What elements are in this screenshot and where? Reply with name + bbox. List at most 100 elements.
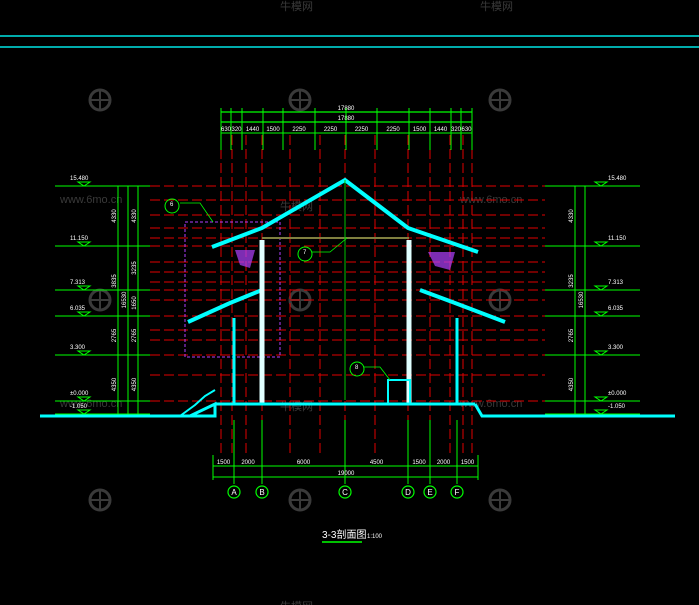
- drawing-title: 3-3剖面图: [322, 528, 366, 541]
- axis-bubble-D: [401, 485, 415, 499]
- dimension-text: 1500: [217, 460, 231, 466]
- ground-line: [40, 401, 217, 418]
- dimension-text: 2250: [355, 127, 369, 133]
- axis-bubble-A: [227, 485, 241, 499]
- elevation-label: 6.035: [70, 306, 86, 312]
- altar: [387, 379, 411, 405]
- axis-bubble-C: [338, 485, 352, 499]
- elevation-triangle-icon: [76, 409, 92, 415]
- left-dimension-text: 4330: [112, 209, 118, 223]
- elevation-triangle-icon: [593, 409, 609, 415]
- svg-text:7: 7: [303, 250, 307, 256]
- elevation-triangle-icon: [593, 311, 609, 317]
- watermark-text: 牛模网: [280, 599, 313, 605]
- right-total-dimension: 16530: [579, 291, 585, 308]
- dimension-text: 2000: [241, 460, 255, 466]
- elevation-triangle-icon: [76, 350, 92, 356]
- dimension-text: 1500: [461, 460, 475, 466]
- watermark-text: www.6mo.cn: [59, 194, 122, 206]
- right-dimension-text: 2765: [569, 328, 575, 342]
- lower-roof-right: [419, 288, 506, 324]
- dimension-text: 19000: [338, 471, 355, 477]
- steps: [179, 389, 216, 417]
- elevation-label: ±0.000: [608, 391, 627, 397]
- axis-label: F: [455, 488, 460, 497]
- elevation-triangle-icon: [76, 396, 92, 402]
- axis-label: D: [405, 488, 411, 497]
- dimension-text: 1500: [413, 127, 427, 133]
- elevation-label: 11.150: [608, 236, 627, 242]
- dimension-text: 6000: [297, 460, 311, 466]
- elevation-triangle-icon: [76, 311, 92, 317]
- elevation-triangle-icon: [76, 241, 92, 247]
- dimension-text: 320: [451, 127, 462, 133]
- watermark-text: 牛模网: [480, 0, 513, 13]
- dimension-text: 2250: [292, 127, 306, 133]
- elevation-label: ±0.000: [70, 391, 89, 397]
- axis-label: A: [231, 488, 237, 497]
- right-dimension-text: 4350: [569, 377, 575, 391]
- left-inner-dimension-text: 4330: [132, 209, 138, 223]
- axis-label: E: [427, 488, 432, 497]
- left-inner-dimension-text: 2765: [132, 328, 138, 342]
- left-inner-dimension-text: 3235: [132, 261, 138, 275]
- elevation-label: 15.480: [70, 176, 89, 182]
- elevation-triangle-icon: [593, 241, 609, 247]
- elevation-triangle-icon: [593, 285, 609, 291]
- elevation-triangle-icon: [593, 350, 609, 356]
- left-total-dimension: 16530: [122, 291, 128, 308]
- dimension-text: 4500: [370, 460, 384, 466]
- ground-line-right: [473, 403, 675, 418]
- right-dimension-text: 3235: [569, 274, 575, 288]
- dimension-text: 2250: [386, 127, 400, 133]
- left-dimension-text: 4350: [112, 377, 118, 391]
- building-section: [40, 177, 675, 418]
- axis-bubble-E: [423, 485, 437, 499]
- detail-marker-7: 7: [297, 237, 348, 262]
- lower-roof-left: [187, 288, 263, 324]
- left-dimension-text: 3835: [112, 274, 118, 288]
- elevation-label: 7.313: [70, 280, 86, 286]
- axis-bubble-F: [450, 485, 464, 499]
- bracket-right: [428, 252, 455, 270]
- svg-text:6: 6: [170, 202, 174, 208]
- vertical-dimensions: 4330 3835 2765 4350 16530 4330 3235 1650 2765 435…: [112, 186, 586, 414]
- elevation-triangle-icon: [76, 181, 92, 187]
- axis-label: B: [259, 488, 264, 497]
- dimension-text: 630: [461, 127, 472, 133]
- left-inner-dimension-text: 4350: [132, 377, 138, 391]
- right-dimension-text: 4330: [569, 209, 575, 223]
- bracket-left: [235, 250, 255, 268]
- elevation-label: 15.480: [608, 176, 627, 182]
- top-dimensions: 1788017880630320144015002250225022502250…: [220, 106, 473, 150]
- axis-bubble-B: [255, 485, 269, 499]
- left-inner-dimension-text: 1650: [132, 296, 138, 310]
- bottom-dimensions: 1500 2000 6000 4500 1500 2000 1500 19000: [212, 455, 479, 480]
- dimension-text: 630: [221, 127, 232, 133]
- detail-marker-8: 8: [349, 361, 391, 381]
- drawing-scale: 1:100: [367, 534, 383, 540]
- elevation-triangle-icon: [593, 181, 609, 187]
- svg-text:8: 8: [355, 365, 359, 371]
- elevation-label: -1.050: [70, 404, 88, 410]
- elevation-triangle-icon: [76, 285, 92, 291]
- elevation-triangle-icon: [593, 396, 609, 402]
- elevation-label: 3.300: [608, 345, 624, 351]
- elevation-label: 7.313: [608, 280, 624, 286]
- elevation-label: -1.050: [608, 404, 626, 410]
- dimension-text: 320: [231, 127, 242, 133]
- dimension-text: 2250: [324, 127, 338, 133]
- dimension-text: 1440: [434, 127, 448, 133]
- dimension-text: 2000: [437, 460, 451, 466]
- watermark-text: www.6mo.cn: [59, 398, 122, 410]
- dimension-text: 1500: [266, 127, 280, 133]
- left-dimension-text: 2765: [112, 328, 118, 342]
- detail-marker-6: 6: [164, 198, 214, 223]
- watermark-text: 牛模网: [280, 0, 313, 13]
- dimension-text: 1500: [412, 460, 426, 466]
- elevation-label: 3.300: [70, 345, 86, 351]
- dimension-text: 1440: [246, 127, 260, 133]
